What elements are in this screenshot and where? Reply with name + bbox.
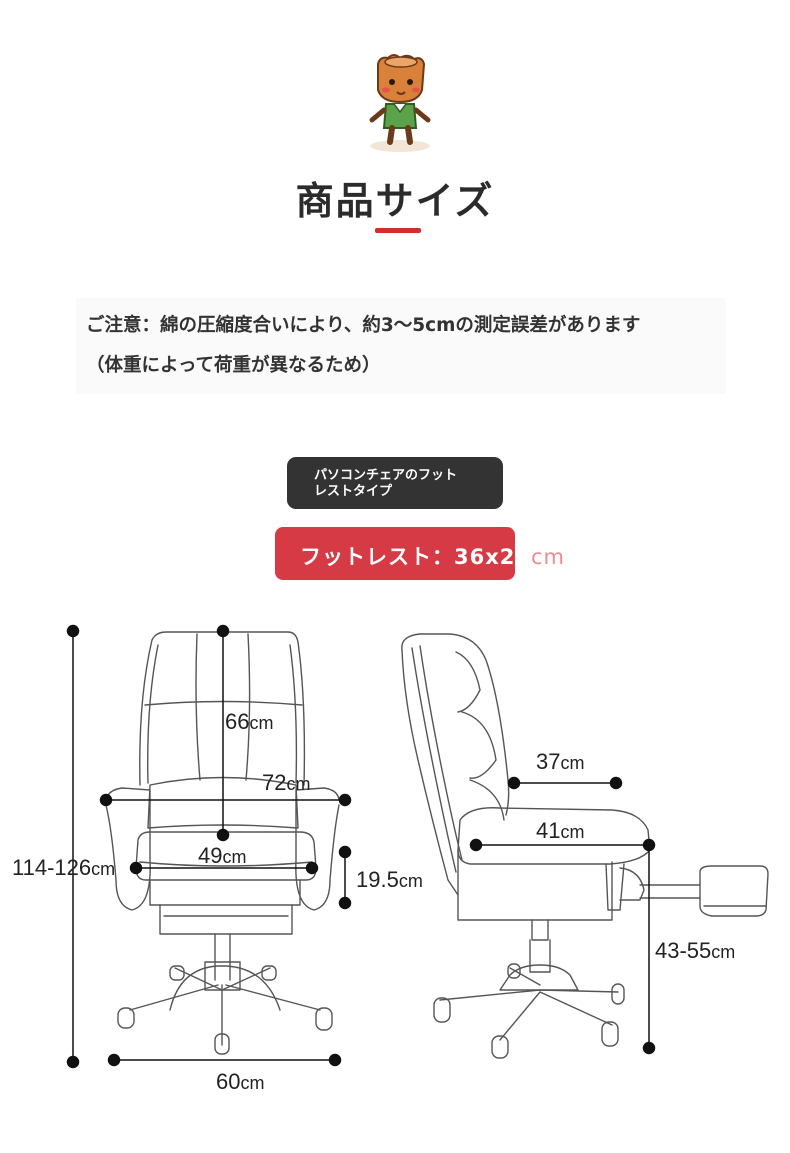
chair-type-line-1: パソコンチェアのフット bbox=[314, 468, 458, 483]
dim-back-height-value: 66 bbox=[225, 709, 250, 734]
dim-back-height: 66cm bbox=[225, 711, 273, 733]
footrest-size-text: フットレスト：36x21cm bbox=[300, 541, 565, 571]
dim-seat-thickness-value: 19.5 bbox=[356, 867, 399, 892]
dim-backrest-depth: 37cm bbox=[536, 751, 584, 773]
dim-backrest-depth-unit: cm bbox=[560, 753, 585, 773]
dim-base-width: 60cm bbox=[216, 1071, 264, 1093]
page-title: 商品サイズ bbox=[295, 179, 495, 223]
dim-seat-depth-value: 41 bbox=[536, 818, 561, 843]
dim-seat-thickness: 19.5cm bbox=[356, 869, 423, 891]
notice-line-2: （体重によって荷重が異なるため） bbox=[86, 355, 381, 376]
dim-base-width-unit: cm bbox=[240, 1073, 265, 1093]
dim-arm-width-unit: cm bbox=[286, 774, 311, 794]
chair-type-badge: パソコンチェアのフット レストタイプ bbox=[287, 457, 503, 509]
dim-seat-width-value: 49 bbox=[198, 843, 223, 868]
dim-seat-height-unit: cm bbox=[711, 942, 736, 962]
footrest-size-badge bbox=[275, 527, 515, 580]
dim-seat-depth: 41cm bbox=[536, 820, 584, 842]
footrest-size-unit: cm bbox=[531, 545, 566, 569]
dim-seat-width-unit: cm bbox=[222, 847, 247, 867]
dim-seat-thickness-unit: cm bbox=[398, 871, 423, 891]
dim-backrest-depth-value: 37 bbox=[536, 749, 561, 774]
dim-back-height-unit: cm bbox=[249, 713, 274, 733]
mascot-logo bbox=[360, 50, 440, 155]
notice-line-1: ご注意：綿の圧縮度合いにより、約3〜5cmの測定誤差があります bbox=[86, 315, 641, 336]
footrest-size-label: フットレスト：36x21 bbox=[300, 545, 531, 569]
dim-total-height: 114-126cm bbox=[12, 857, 115, 879]
chair-type-line-2: レストタイプ bbox=[314, 484, 393, 499]
dim-total-height-value: 114-126 bbox=[12, 855, 92, 880]
dim-total-height-unit: cm bbox=[91, 859, 116, 879]
measurement-notice: ご注意：綿の圧縮度合いにより、約3〜5cmの測定誤差があります （体重によって荷… bbox=[76, 298, 726, 394]
dim-arm-width: 72cm bbox=[262, 772, 310, 794]
title-underline bbox=[375, 228, 421, 233]
dim-seat-width: 49cm bbox=[198, 845, 246, 867]
dim-seat-height-value: 43-55 bbox=[655, 938, 712, 963]
chair-dimension-drawing bbox=[66, 624, 769, 1069]
dim-base-width-value: 60 bbox=[216, 1069, 241, 1094]
dim-seat-depth-unit: cm bbox=[560, 822, 585, 842]
dim-seat-height: 43-55cm bbox=[655, 940, 735, 962]
dim-arm-width-value: 72 bbox=[262, 770, 287, 795]
